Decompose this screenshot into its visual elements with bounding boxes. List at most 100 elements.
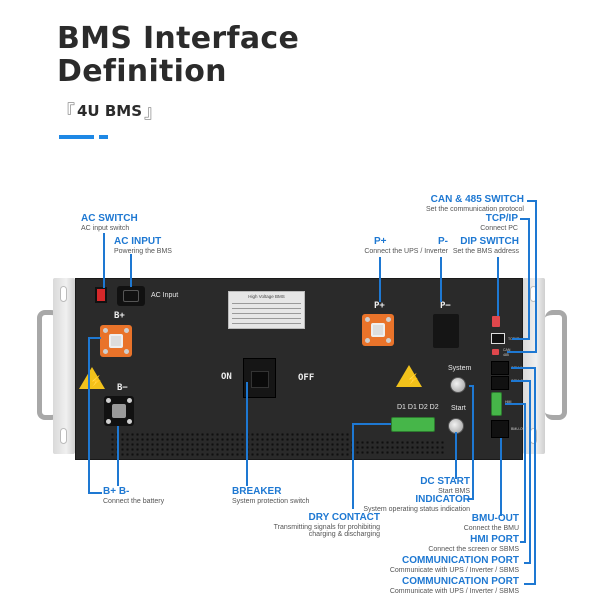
annotation-desc: Connect the battery (103, 497, 165, 505)
leader-line-indicator-v (472, 385, 474, 500)
leader-line-can485-h (527, 200, 537, 202)
annotation-hmi-port: HMI PORT Connect the screen or SBMS (400, 534, 519, 553)
subtitle-text: 4U BMS (77, 102, 143, 120)
p-plus-terminal[interactable] (362, 314, 394, 346)
annotation-desc-line2: charging & discharging (308, 530, 380, 538)
accent-dash-long (59, 135, 94, 139)
annotation-desc-line1: Transmitting signals for prohibiting (273, 523, 380, 531)
bmu-out-port[interactable] (491, 420, 509, 438)
leader-line-hmi-h2 (520, 541, 526, 543)
rs485-print: 485 (503, 353, 509, 357)
leader-line-p-minus (440, 257, 442, 302)
leader-line-bmu-out (500, 438, 502, 516)
leader-line-hmi-v (524, 403, 526, 543)
annotation-title: HMI PORT (470, 534, 519, 545)
annotation-breaker: BREAKER System protection switch (232, 486, 310, 505)
annotation-desc: Communicate with UPS / Inverter / SBMS (389, 566, 519, 574)
annotation-desc: Set the communication protocol (425, 205, 524, 213)
leader-line-p-plus (379, 257, 381, 302)
b-plus-terminal[interactable] (100, 325, 132, 357)
ac-input-print: AC Input (151, 292, 179, 299)
ac-inlet-socket[interactable] (117, 286, 145, 306)
annotation-title: AC INPUT (114, 236, 162, 247)
p-minus-print: P− (440, 301, 451, 311)
communication-port-1[interactable] (491, 361, 509, 375)
leader-line-breaker (246, 382, 248, 486)
off-print: OFF (298, 373, 315, 383)
leader-line-b-minus (117, 426, 119, 486)
annotation-indicator: INDICATOR System operating status indica… (340, 494, 470, 513)
b-minus-terminal[interactable] (104, 396, 134, 426)
hmi-port[interactable] (491, 392, 502, 416)
can-print: CAN (503, 348, 511, 352)
annotation-desc: Powering the BMS (114, 247, 172, 255)
annotation-title: COMMUNICATION PORT (401, 576, 519, 587)
annotation-title: INDICATOR (415, 494, 470, 505)
can-485-switch[interactable] (492, 349, 499, 355)
right-handle (545, 310, 567, 420)
annotation-title: CAN & 485 SWITCH (430, 194, 524, 205)
annotation-desc: Connect the screen or SBMS (428, 545, 519, 553)
product-label: High Voltage BMS (228, 291, 305, 329)
dip-switch[interactable] (492, 316, 500, 327)
annotation-desc: Start BMS (438, 487, 470, 495)
annotation-title: P+ (374, 236, 387, 247)
high-voltage-warning-icon (79, 367, 105, 389)
annotation-b-terminals: B+ B- Connect the battery (103, 486, 165, 505)
vent-grille (110, 432, 350, 456)
leader-line-can485-v (535, 200, 537, 352)
left-rack-ear (53, 278, 75, 454)
mount-slot (60, 286, 67, 302)
leader-line-dry-contact-v (352, 423, 354, 509)
annotation-ac-switch: AC SWITCH AC input switch (81, 213, 138, 232)
leader-line-com1-v (534, 367, 536, 585)
annotation-ac-input: AC INPUT Powering the BMS (114, 236, 172, 255)
vent-grille-right (350, 440, 445, 456)
leader-line-dc-start (455, 432, 457, 479)
leader-line-tcpip-h (520, 218, 530, 220)
annotation-p-minus: P- Connect the UPS / Inverter (360, 236, 448, 255)
p-minus-terminal[interactable] (433, 314, 459, 348)
annotation-desc: Connect the UPS / Inverter (364, 247, 448, 255)
annotation-title: DIP SWITCH (460, 236, 519, 247)
leader-line-com1-h2 (524, 583, 536, 585)
annotation-desc: Connect the BMU (463, 524, 519, 532)
annotation-communication-port-1: COMMUNICATION PORT Communicate with UPS … (380, 555, 519, 574)
leader-line-can485-h2 (507, 351, 537, 353)
ac-switch[interactable] (95, 287, 107, 303)
dry-contact-connector[interactable] (391, 417, 435, 432)
title-line-1: BMS Interface (57, 21, 300, 56)
leader-line-ac-switch (103, 233, 105, 288)
leader-line-com2-h (511, 380, 531, 382)
communication-port-2[interactable] (491, 376, 509, 390)
leader-line-b-plus-v (88, 337, 90, 493)
lightning-bolt-icon: ⚡ (406, 374, 420, 386)
annotation-dc-start: DC START Start BMS (400, 476, 470, 495)
annotation-dip-switch: DIP SWITCH Set the BMS address (440, 236, 519, 255)
breaker-switch[interactable] (243, 358, 276, 398)
tcp-ip-port[interactable] (491, 333, 505, 344)
leader-line-ac-input (130, 254, 132, 287)
leader-line-indicator-h (469, 385, 473, 387)
system-indicator (450, 377, 466, 393)
annotation-desc: Set the BMS address (452, 247, 519, 255)
annotation-title: AC SWITCH (81, 213, 138, 224)
annotation-desc: Communicate with UPS / Inverter / SBMS (389, 587, 519, 595)
lightning-bolt-icon: ⚡ (89, 376, 103, 388)
annotation-title: DC START (420, 476, 470, 487)
annotation-communication-port-2: COMMUNICATION PORT Communicate with UPS … (380, 576, 519, 595)
annotation-bmu-out: BMU-OUT Connect the BMU (440, 513, 519, 532)
leader-line-com2-v (529, 380, 531, 564)
page-subtitle: 『 4U BMS 』 (57, 98, 162, 124)
p-plus-print: P+ (374, 301, 385, 311)
leader-line-hmi-h (505, 403, 525, 405)
hmi-print: HMI (505, 400, 512, 404)
annotation-desc: System operating status indication (363, 505, 470, 513)
leader-line-com1-h (511, 367, 536, 369)
annotation-dry-contact: DRY CONTACT Transmitting signals for pro… (270, 512, 380, 538)
mount-slot (60, 428, 67, 444)
product-label-title: High Voltage BMS (248, 294, 285, 299)
annotation-desc: Connect PC (480, 224, 518, 232)
annotation-p-plus: P+ (374, 236, 387, 248)
annotation-desc: System protection switch (232, 497, 310, 505)
